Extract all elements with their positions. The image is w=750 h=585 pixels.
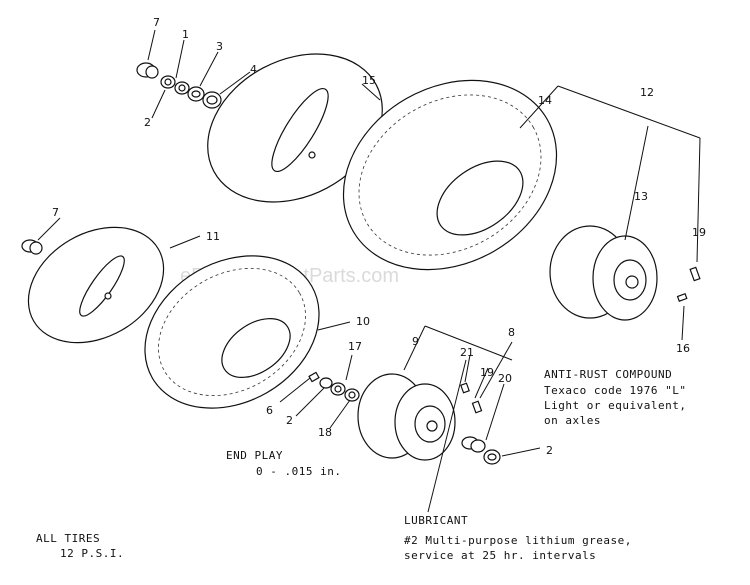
wheel-rim-13 [549, 225, 658, 321]
callout-8: 8 [508, 326, 515, 339]
callout-13: 13 [634, 190, 648, 203]
callout-2-bottom: 2 [546, 444, 553, 457]
callout-12: 12 [640, 86, 654, 99]
antirust-line2: Light or equivalent, [544, 399, 686, 412]
valve-6 [308, 371, 320, 383]
washer-17 [330, 382, 346, 396]
callout-18: 18 [318, 426, 332, 439]
antirust-title: ANTI-RUST COMPOUND [544, 368, 672, 381]
valve-21 [460, 382, 470, 394]
callout-10: 10 [356, 315, 370, 328]
callout-11: 11 [206, 230, 220, 243]
callout-4: 4 [250, 63, 257, 76]
callout-3: 3 [216, 40, 223, 53]
tires-title: ALL TIRES [36, 532, 100, 545]
callout-14: 14 [538, 94, 552, 107]
callout-7-left: 7 [52, 206, 59, 219]
washer-1 [174, 81, 190, 95]
callout-6: 6 [266, 404, 273, 417]
callout-2-top: 2 [144, 116, 151, 129]
endplay-title: END PLAY [226, 449, 283, 462]
lubricant-line1: #2 Multi-purpose lithium grease, [404, 534, 632, 547]
valve-stem-19-bottom [471, 400, 483, 414]
endplay-value: 0 - .015 in. [256, 465, 341, 478]
callout-7-top: 7 [153, 16, 160, 29]
inner-tube-11 [27, 226, 165, 344]
callout-20: 20 [498, 372, 512, 385]
cap-4 [202, 91, 222, 109]
washer-2-top [160, 75, 176, 89]
callout-21: 21 [460, 346, 474, 359]
callout-19-top: 19 [692, 226, 706, 239]
bushing-7-left [21, 239, 43, 255]
callout-17: 17 [348, 340, 362, 353]
tire-14 [342, 79, 558, 271]
tire-10 [144, 255, 320, 409]
bearing-18 [344, 388, 360, 402]
callout-2-mid: 2 [286, 414, 293, 427]
bushing-20 [461, 436, 486, 453]
bushing-7-top [136, 62, 159, 79]
callout-19-bottom: 19 [480, 366, 494, 379]
washer-2-mid [319, 377, 333, 389]
inner-tube-15 [207, 53, 383, 203]
valve-stem-19-top [689, 266, 701, 282]
lubricant-line2: service at 25 hr. intervals [404, 549, 596, 562]
tires-value: 12 P.S.I. [60, 547, 124, 560]
washer-3 [187, 86, 205, 102]
wheel-rim-9 [357, 373, 456, 461]
lubricant-title: LUBRICANT [404, 514, 468, 527]
valve-cap-16 [676, 292, 688, 302]
leader-lines [37, 29, 701, 513]
callout-9: 9 [412, 335, 419, 348]
callout-1: 1 [182, 28, 189, 41]
callout-15: 15 [362, 74, 376, 87]
washer-2-bottom [483, 449, 501, 465]
callout-16: 16 [676, 342, 690, 355]
antirust-line1: Texaco code 1976 "L" [544, 384, 686, 397]
antirust-line3: on axles [544, 414, 601, 427]
